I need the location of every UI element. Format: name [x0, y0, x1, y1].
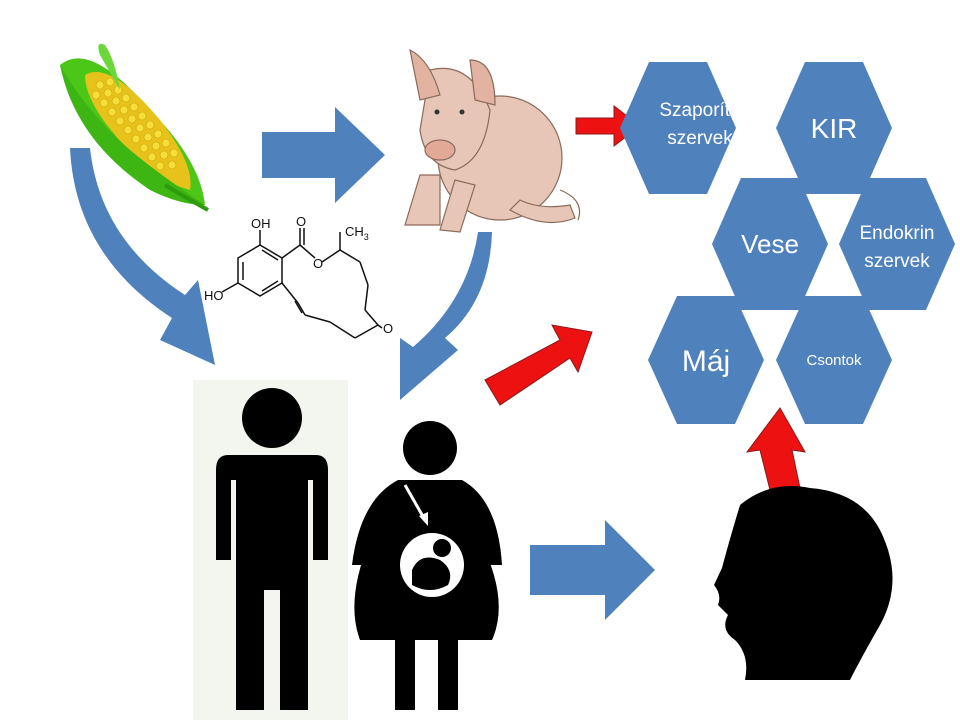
corn-icon [60, 43, 209, 212]
label-oh: OH [251, 216, 271, 231]
arrow-pig-to-woman [400, 232, 492, 400]
organ-label-endocrine-2: szervek [864, 251, 930, 272]
label-ester-o: O [313, 256, 323, 271]
man-silhouette-icon [216, 388, 328, 710]
molecule-labels: OH HO O O O CH3 [204, 214, 393, 336]
arrow-mother-to-child [530, 520, 655, 620]
organ-hexagon-grid [620, 62, 955, 424]
hexagon-endocrine-organs [839, 178, 955, 310]
label-carbonyl-o: O [296, 214, 306, 229]
organ-label-reproductive-2: szervek [667, 128, 733, 149]
label-ketone-o: O [383, 321, 393, 336]
arrow-humans-to-organs [484, 324, 593, 406]
child-head-silhouette-icon [714, 486, 893, 680]
zearalenone-structure [221, 228, 383, 339]
arrow-corn-to-pig [262, 107, 385, 203]
hexagon-kidney [712, 178, 828, 310]
pig-icon [404, 48, 581, 233]
organ-label-liver: Máj [682, 345, 730, 378]
hexagon-liver [648, 296, 764, 424]
organ-label-endocrine-1: Endokrin [860, 223, 935, 244]
hexagon-bones [776, 296, 892, 424]
arrow-corn-to-man [70, 148, 215, 365]
organ-label-cns: KIR [811, 113, 858, 144]
label-ch3: CH3 [345, 224, 369, 242]
hexagon-cns [776, 62, 892, 194]
arrow-child-to-organs [745, 407, 806, 491]
organ-label-kidney: Vese [741, 229, 799, 259]
pregnant-woman-icon [352, 421, 502, 710]
organ-label-bones: Csontok [806, 352, 862, 369]
hexagon-reproductive-organs [620, 62, 736, 194]
organ-label-reproductive-1: Szaporító [659, 100, 740, 121]
label-ho: HO [204, 288, 224, 303]
